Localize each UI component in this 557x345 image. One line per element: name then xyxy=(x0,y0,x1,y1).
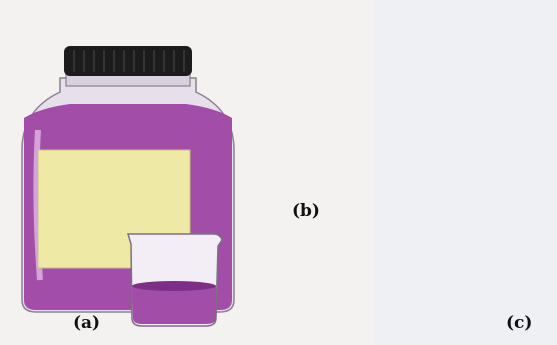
beaker-a xyxy=(128,234,222,326)
panel-label-b: (b) xyxy=(292,201,320,221)
beaker-a-surface xyxy=(132,281,216,291)
bottle-cap xyxy=(64,46,192,76)
panel-label-a: (a) xyxy=(73,313,100,333)
panel-label-c: (c) xyxy=(506,313,532,333)
panel-a xyxy=(22,46,234,326)
page-shade xyxy=(375,0,557,345)
